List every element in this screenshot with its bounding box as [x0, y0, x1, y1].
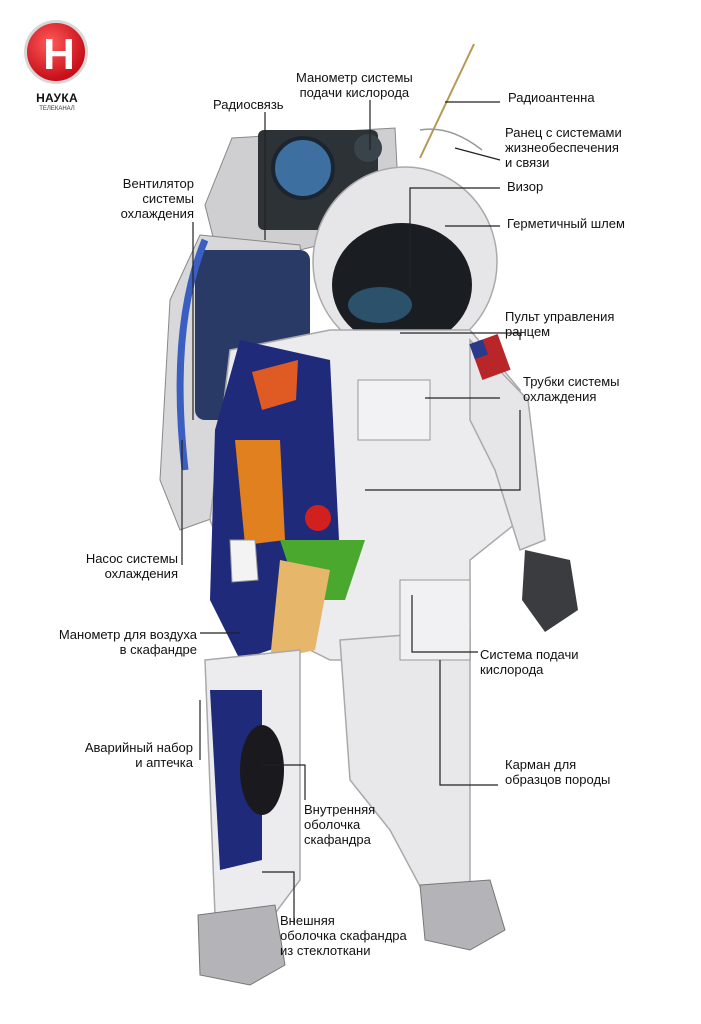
flag-canton: [469, 339, 489, 360]
antenna-rod: [419, 43, 475, 159]
label-tubes: Трубки системы охлаждения: [523, 374, 620, 404]
visor-reflection: [348, 287, 412, 323]
label-oxygen-system: Система подачи кислорода: [480, 647, 579, 677]
label-outer-shell: Внешняя оболочка скафандра из стеклоткан…: [280, 913, 407, 958]
right-arm: [469, 338, 546, 551]
leader-tubes-b: [365, 410, 521, 491]
radio-unit: [271, 136, 335, 200]
label-pump: Насос системы охлаждения: [85, 551, 178, 581]
right-glove: [522, 550, 578, 632]
cutaway-mesh: [270, 560, 330, 660]
nauka-logo: Н НАУКА ТЕЛЕКАНАЛ: [22, 18, 92, 118]
leader-inner-shell: [262, 764, 306, 800]
label-visor: Визор: [507, 179, 544, 194]
leader-oxygen-system: [411, 595, 478, 653]
label-inner-shell: Внутренняя оболочка скафандра: [304, 802, 376, 847]
control-box: [357, 379, 431, 441]
sample-pocket: [399, 579, 471, 661]
logo-circle: Н: [24, 20, 88, 84]
cutaway-orange-pad: [252, 360, 298, 410]
leader-pocket: [439, 660, 498, 786]
pump-unit: [305, 505, 331, 531]
logo-letter: Н: [43, 30, 75, 79]
leader-control: [400, 332, 521, 340]
right-leg: [339, 629, 471, 906]
label-manometer-oxygen: Манометр системы подачи кислорода: [296, 70, 413, 100]
label-control: Пульт управления ранцем: [505, 309, 615, 339]
label-manometer-air: Манометр для воздуха в скафандре: [58, 627, 197, 657]
visor: [332, 223, 472, 347]
logo-name: НАУКА: [36, 91, 78, 105]
leader-backpack: [454, 147, 501, 161]
coolant-hose: [176, 238, 209, 471]
inner-bladder: [240, 725, 284, 815]
leader-lines: [181, 100, 521, 925]
right-boot: [419, 879, 506, 951]
air-gauge-patch: [229, 539, 259, 583]
antenna-wire: [419, 128, 483, 151]
label-backpack: Ранец с системами жизнеобеспечения и свя…: [505, 125, 622, 170]
logo-subtitle: ТЕЛЕКАНАЛ: [39, 106, 75, 112]
label-radio: Радиосвязь: [213, 97, 284, 112]
cutaway-liner: [235, 440, 285, 545]
left-boot: [197, 904, 286, 986]
label-emergency-kit: Аварийный набор и аптечка: [84, 740, 193, 770]
oxygen-gauge-unit: [354, 134, 382, 162]
label-fan: Вентилятор системы охлаждения: [120, 176, 194, 221]
label-helmet: Герметичный шлем: [507, 216, 625, 231]
leader-visor: [409, 187, 500, 290]
label-antenna: Радиоантенна: [508, 90, 595, 105]
label-pocket: Карман для образцов породы: [505, 757, 611, 787]
leader-outer-shell: [262, 871, 295, 925]
